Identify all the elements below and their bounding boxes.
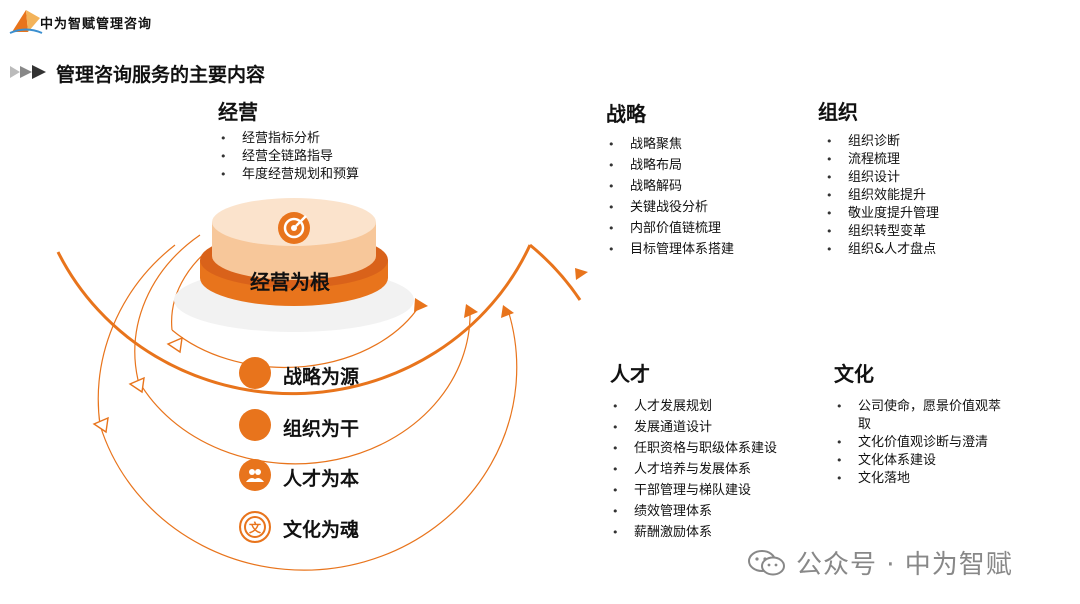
ring-label-zhanlue: 战略为源 — [283, 366, 360, 388]
wechat-icon — [748, 549, 785, 575]
wen-character-icon: 文 — [239, 511, 271, 543]
list-item: 战略布局 — [606, 155, 734, 176]
page-title: 管理咨询服务的主要内容 — [56, 64, 266, 86]
list-item: 文化体系建设 — [834, 452, 1004, 470]
list-item: 组织转型变革 — [824, 223, 939, 241]
section-title-rencai: 人才 — [610, 362, 650, 386]
arrow-head — [501, 305, 514, 318]
list-item: 关键战役分析 — [606, 197, 734, 218]
wen-icon-text: 文 — [248, 520, 261, 535]
list-item: 经营全链路指导 — [218, 148, 359, 166]
list-zuzhi: 组织诊断 流程梳理 组织设计 组织效能提升 敬业度提升管理 组织转型变革 组织&… — [824, 133, 939, 259]
ring-label-wenhua: 文化为魂 — [283, 519, 360, 541]
list-item: 经营指标分析 — [218, 130, 359, 148]
ring-arc-outer — [56, 244, 532, 396]
list-item: 战略解码 — [606, 176, 734, 197]
section-title-zuzhi: 组织 — [818, 100, 858, 124]
ring-label-rencai: 人才为本 — [283, 468, 360, 490]
ring-arc-outer-right — [529, 243, 582, 301]
list-item: 组织诊断 — [824, 133, 939, 151]
list-item: 组织设计 — [824, 169, 939, 187]
filled-circle-icon — [239, 357, 271, 389]
list-item: 组织&人才盘点 — [824, 241, 939, 259]
list-jingying: 经营指标分析 经营全链路指导 年度经营规划和预算 — [218, 130, 359, 184]
list-item: 干部管理与梯队建设 — [610, 480, 777, 501]
brand-logo-icon — [9, 10, 43, 34]
section-title-wenhua: 文化 — [834, 362, 874, 386]
list-item: 文化落地 — [834, 470, 1004, 488]
list-item: 任职资格与职级体系建设 — [610, 438, 777, 459]
list-item: 薪酬激励体系 — [610, 522, 777, 543]
arrow-head — [464, 304, 478, 318]
arrow-head-outline — [166, 336, 183, 354]
list-item: 文化价值观诊断与澄清 — [834, 434, 1004, 452]
list-wenhua: 公司使命，愿景价值观萃取 文化价值观诊断与澄清 文化体系建设 文化落地 — [834, 398, 1004, 488]
section-title-jingying: 经营 — [218, 100, 258, 124]
list-item: 组织效能提升 — [824, 187, 939, 205]
list-item: 敬业度提升管理 — [824, 205, 939, 223]
arrow-head-outline — [128, 376, 145, 394]
brand-name: 中为智赋管理咨询 — [40, 17, 153, 32]
list-item: 绩效管理体系 — [610, 501, 777, 522]
list-rencai: 人才发展规划 发展通道设计 任职资格与职级体系建设 人才培养与发展体系 干部管理… — [610, 396, 777, 543]
list-item: 年度经营规划和预算 — [218, 166, 359, 184]
list-item: 人才发展规划 — [610, 396, 777, 417]
watermark-text: 公众号 · 中为智赋 — [796, 550, 1013, 580]
filled-circle-icon — [239, 409, 271, 441]
arrow-head-outline — [92, 416, 109, 434]
list-zhanlue: 战略聚焦 战略布局 战略解码 关键战役分析 内部价值链梳理 目标管理体系搭建 — [606, 134, 734, 260]
arrow-head — [575, 268, 588, 280]
people-icon — [239, 459, 271, 491]
section-title-zhanlue: 战略 — [606, 102, 646, 126]
list-item: 战略聚焦 — [606, 134, 734, 155]
ring-arc-3 — [99, 309, 518, 571]
ring-arc-1 — [171, 304, 421, 369]
watermark: 公众号 · 中为智赋 — [748, 544, 1013, 581]
list-item: 目标管理体系搭建 — [606, 239, 734, 260]
list-item: 公司使命，愿景价值观萃取 — [834, 398, 1004, 434]
list-item: 内部价值链梳理 — [606, 218, 734, 239]
arrow-head — [414, 298, 428, 312]
ring-arc-2 — [137, 309, 471, 465]
core-label: 经营为根 — [250, 270, 330, 294]
list-item: 发展通道设计 — [610, 417, 777, 438]
list-item: 流程梳理 — [824, 151, 939, 169]
ring-arc-2-upper — [134, 234, 201, 381]
title-arrows-icon — [10, 65, 46, 79]
ring-label-zuzhi: 组织为干 — [283, 418, 360, 440]
list-item: 人才培养与发展体系 — [610, 459, 777, 480]
ring-arc-3-upper — [97, 244, 176, 426]
concentric-arcs-diagram — [56, 198, 588, 571]
